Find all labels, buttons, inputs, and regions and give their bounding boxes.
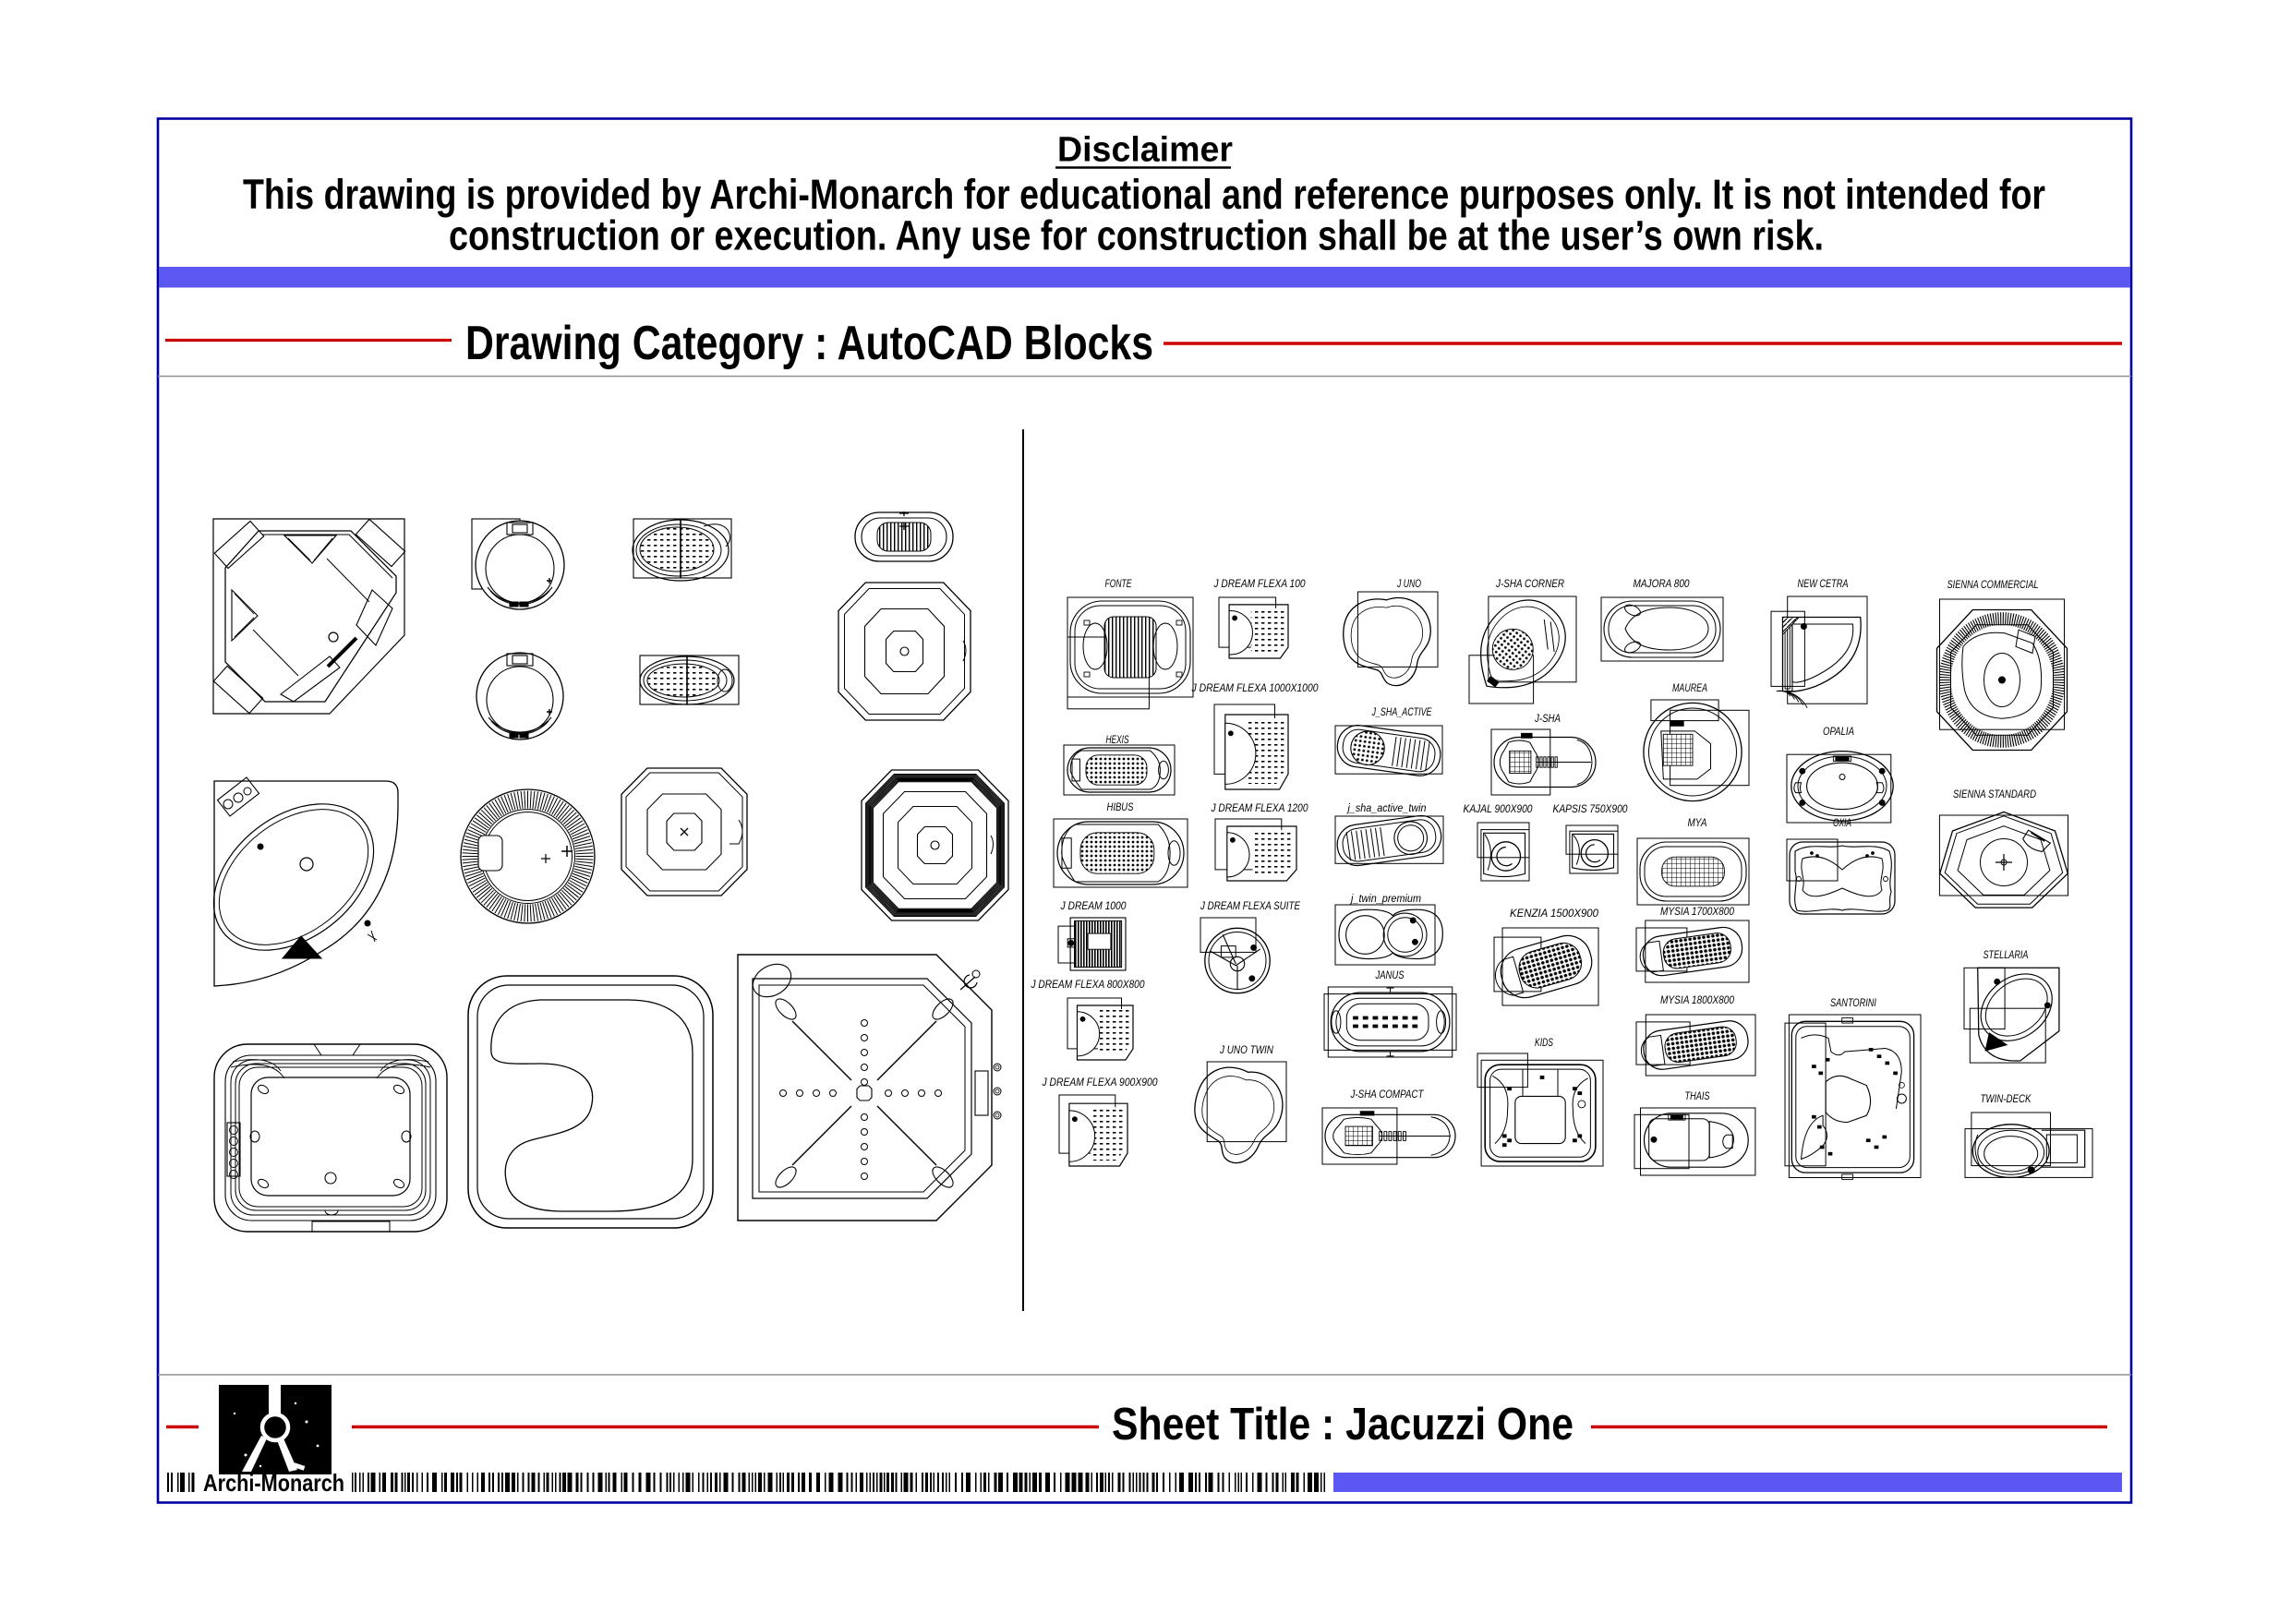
svg-text:Drawing Category : AutoCAD Blo: Drawing Category : AutoCAD Blocks [465,317,1153,370]
svg-text:This drawing is provided by Ar: This drawing is provided by Archi-Monarc… [243,171,2045,218]
svg-text:MYSIA 1800X800: MYSIA 1800X800 [1660,993,1734,1006]
svg-text:J DREAM FLEXA 800X800: J DREAM FLEXA 800X800 [1031,978,1145,991]
svg-text:KAPSIS 750X900: KAPSIS 750X900 [1553,802,1628,815]
svg-text:MAJORA 800: MAJORA 800 [1634,577,1690,590]
svg-text:NEW CETRA: NEW CETRA [1798,577,1849,590]
svg-text:Archi-Monarch: Archi-Monarch [203,1469,344,1497]
svg-text:MYA: MYA [1688,816,1707,829]
svg-text:j_sha_active_twin: j_sha_active_twin [1346,801,1427,814]
svg-text:J_SHA_ACTIVE: J_SHA_ACTIVE [1371,705,1432,718]
svg-text:SIENNA STANDARD: SIENNA STANDARD [1953,788,2036,800]
svg-text:STELLARIA: STELLARIA [1984,948,2029,961]
svg-text:HIBUS: HIBUS [1107,800,1134,813]
svg-text:J UNO TWIN: J UNO TWIN [1219,1043,1273,1056]
svg-text:Sheet Title : Jacuzzi One: Sheet Title : Jacuzzi One [1112,1400,1574,1450]
svg-text:J DREAM FLEXA 100: J DREAM FLEXA 100 [1213,577,1306,590]
svg-text:MYSIA 1700X800: MYSIA 1700X800 [1660,905,1734,918]
svg-text:J-SHA COMPACT: J-SHA COMPACT [1350,1088,1425,1101]
svg-text:J DREAM FLEXA 1000X1000: J DREAM FLEXA 1000X1000 [1191,681,1319,694]
svg-text:Disclaimer: Disclaimer [1057,131,1233,170]
svg-text:JANUS: JANUS [1375,968,1405,981]
svg-text:J-SHA: J-SHA [1534,712,1561,725]
svg-text:KAJAL 900X900: KAJAL 900X900 [1464,802,1533,815]
svg-text:KIDS: KIDS [1535,1036,1553,1049]
svg-text:SANTORINI: SANTORINI [1830,996,1877,1009]
svg-text:FONTE: FONTE [1105,577,1133,590]
svg-text:OPALIA: OPALIA [1823,725,1854,738]
svg-text:construction or execution. Any: construction or execution. Any use for c… [449,212,1824,259]
svg-text:THAIS: THAIS [1685,1089,1710,1102]
svg-text:J DREAM 1000: J DREAM 1000 [1060,899,1127,912]
svg-text:OXIA: OXIA [1833,816,1851,829]
svg-text:J DREAM FLEXA SUITE: J DREAM FLEXA SUITE [1200,899,1301,912]
svg-text:J DREAM FLEXA 1200: J DREAM FLEXA 1200 [1211,801,1308,814]
svg-text:SIENNA COMMERCIAL: SIENNA COMMERCIAL [1947,578,2039,591]
svg-text:TWIN-DECK: TWIN-DECK [1981,1092,2032,1105]
svg-text:J UNO: J UNO [1396,577,1421,590]
svg-text:J DREAM FLEXA 900X900: J DREAM FLEXA 900X900 [1042,1076,1158,1089]
svg-text:J-SHA CORNER: J-SHA CORNER [1495,577,1564,590]
svg-text:KENZIA 1500X900: KENZIA 1500X900 [1510,907,1598,920]
svg-text:MAUREA: MAUREA [1672,681,1707,694]
svg-text:j_twin_premium: j_twin_premium [1349,892,1421,905]
svg-text:HEXIS: HEXIS [1106,733,1129,746]
